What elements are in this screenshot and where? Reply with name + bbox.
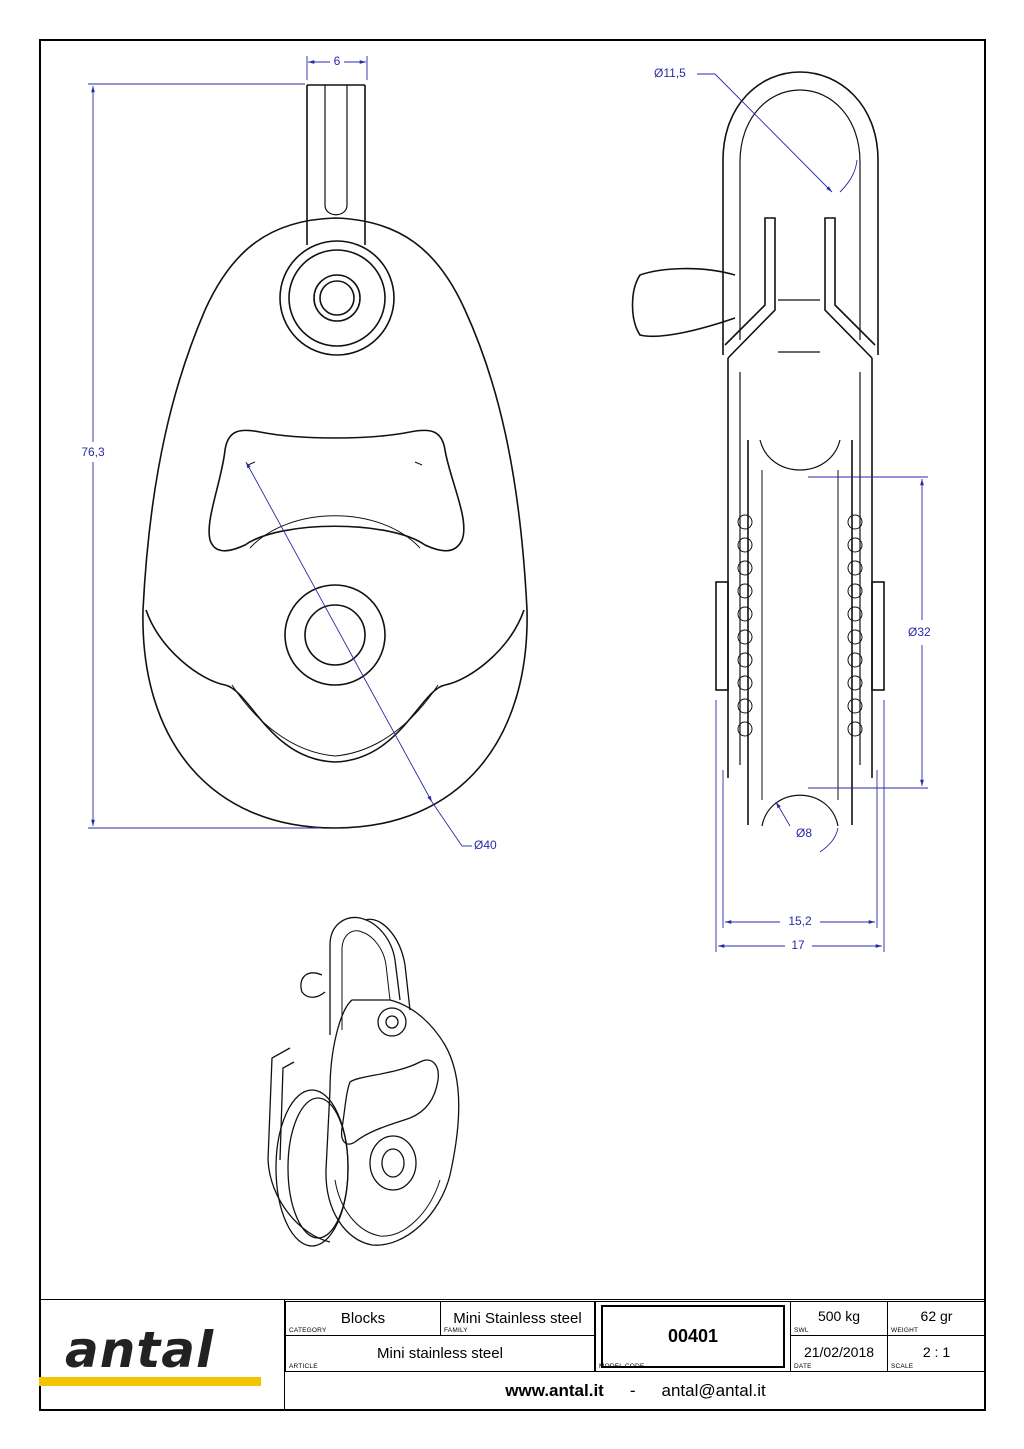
contact-separator: - (629, 1381, 636, 1400)
category-value: Blocks (340, 1310, 386, 1327)
email-link[interactable]: antal@antal.it (661, 1381, 766, 1400)
front-view-dimensions (88, 56, 472, 847)
logo-area: antal (39, 1299, 285, 1411)
scale-value: 2 : 1 (922, 1344, 951, 1360)
model-code-cell: 00401 MODEL CODE (595, 1301, 791, 1372)
swl-value: 500 kg (817, 1308, 861, 1324)
title-block: antal Blocks CATEGORY Mini Stainless ste… (39, 1299, 986, 1411)
weight-caption: WEIGHT (891, 1327, 919, 1334)
drawing-sheet-border (39, 39, 986, 1411)
article-caption: ARTICLE (289, 1363, 318, 1370)
scale-caption: SCALE (891, 1363, 914, 1370)
weight-value: 62 gr (920, 1308, 953, 1324)
dim-inner-width-label: 15,2 (788, 914, 812, 928)
side-view-dimensions (697, 73, 928, 952)
family-value: Mini Stainless steel (453, 1310, 582, 1327)
logo-accent-bar (39, 1377, 261, 1386)
date-caption: DATE (794, 1363, 812, 1370)
front-view (142, 84, 528, 829)
weight-cell: 62 gr WEIGHT (887, 1301, 986, 1336)
date-cell: 21/02/2018 DATE (790, 1335, 888, 1372)
scale-cell: 2 : 1 SCALE (887, 1335, 986, 1372)
antal-logo: antal (65, 1321, 215, 1379)
contact-row: www.antal.it - antal@antal.it (285, 1373, 986, 1409)
dim-outer-width-label: 17 (791, 938, 805, 952)
category-cell: Blocks CATEGORY (285, 1301, 441, 1336)
dim-rope-diameter-label: Ø8 (796, 826, 813, 840)
side-view (631, 71, 885, 827)
dim-height-label: 76,3 (76, 445, 110, 459)
dim-slot-width-label: 6 (333, 54, 341, 68)
swl-cell: 500 kg SWL (790, 1301, 888, 1336)
isometric-view (267, 916, 460, 1247)
article-value: Mini stainless steel (377, 1345, 503, 1362)
category-caption: CATEGORY (289, 1327, 327, 1334)
swl-caption: SWL (794, 1327, 809, 1334)
dim-inner-diameter-label: Ø32 (908, 625, 931, 639)
article-cell: Mini stainless steel ARTICLE (285, 1335, 595, 1372)
family-cell: Mini Stainless steel FAMILY (440, 1301, 595, 1336)
website-link[interactable]: www.antal.it (505, 1381, 604, 1400)
family-caption: FAMILY (444, 1327, 468, 1334)
dim-sheave-diameter-label: Ø40 (474, 838, 497, 852)
date-value: 21/02/2018 (803, 1344, 875, 1360)
dim-shackle-diameter-label: Ø11,5 (654, 66, 686, 80)
model-code-value: 00401 (667, 1326, 719, 1346)
model-code-caption: MODEL CODE (599, 1363, 645, 1370)
